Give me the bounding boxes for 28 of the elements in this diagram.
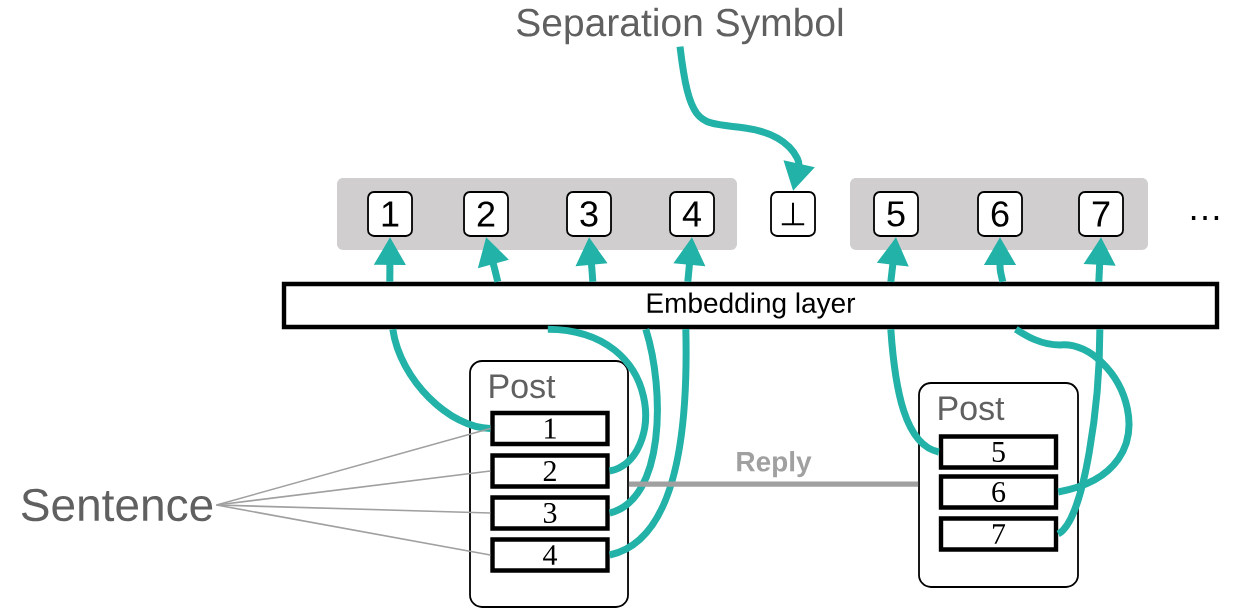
annotation-text: Separation Symbol [517, 7, 843, 45]
ellipsis: … [1191, 216, 1219, 220]
token-box: 1 [367, 191, 413, 237]
sentence-box: 7 [938, 516, 1059, 552]
connector-line [608, 328, 661, 517]
annotation-text: Sentence [21, 488, 213, 522]
leader-line [215, 427, 492, 506]
leader-line [215, 504, 492, 556]
connector-line [628, 481, 919, 487]
token-box: 3 [566, 191, 612, 237]
connector-line [1013, 326, 1133, 496]
embedding-layer-box: Embedding layer [281, 281, 1220, 330]
sentence-box: 6 [938, 474, 1059, 510]
token-box: 6 [977, 191, 1023, 237]
leader-line [215, 504, 492, 514]
token-box: 2 [463, 191, 509, 237]
token-box: 4 [669, 191, 715, 237]
sentence-box: 1 [490, 410, 610, 447]
sentence-box: 5 [938, 434, 1059, 470]
connector-line [389, 328, 491, 432]
sentence-box: 2 [490, 453, 610, 489]
edge-label: Reply [733, 449, 814, 480]
token-box: 7 [1078, 191, 1124, 237]
sentence-box: 3 [490, 495, 610, 531]
token-box: ⊥ [770, 191, 816, 237]
connector-line [887, 328, 940, 456]
token-box: 5 [873, 191, 919, 237]
sentence-box: 4 [490, 537, 610, 573]
